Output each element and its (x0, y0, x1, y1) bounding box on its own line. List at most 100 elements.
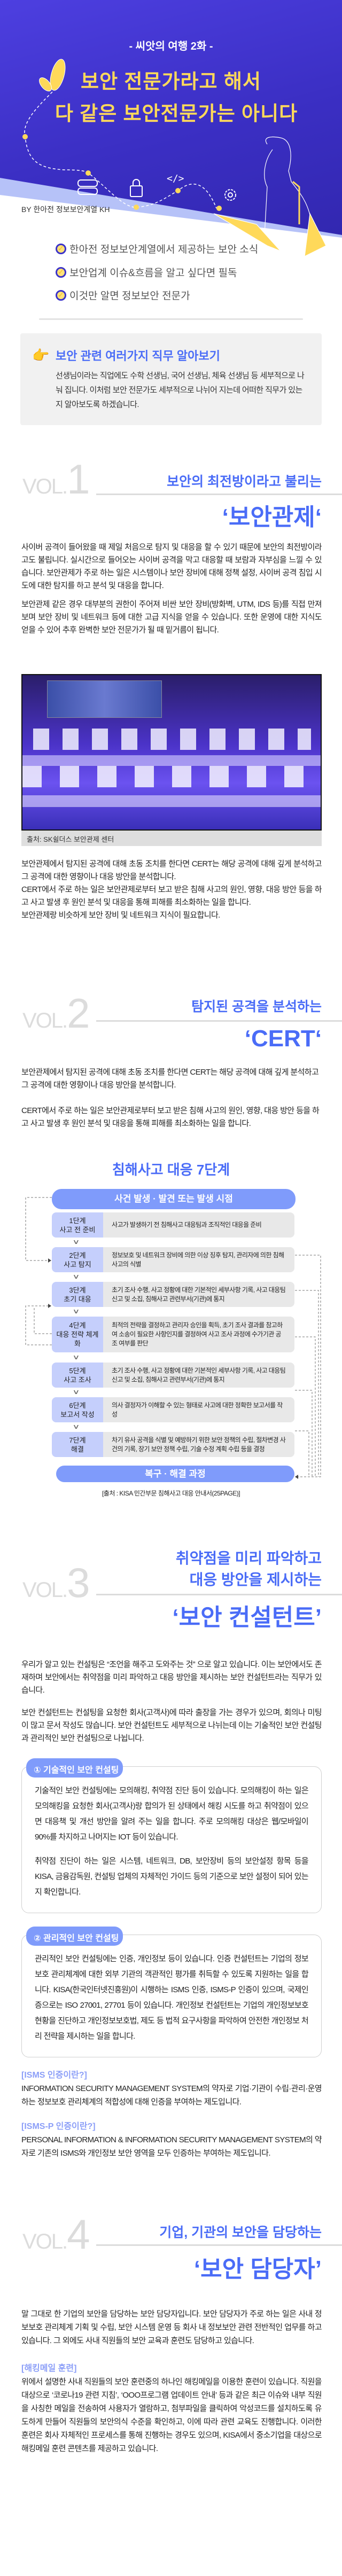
vol1-subtitle: 보안의 최전방이라고 불리는 (167, 474, 322, 489)
chevron-down-icon: ∨ (72, 1423, 80, 1430)
seed-icon (39, 59, 66, 92)
steps-title: 침해사고 대응 7단계 (112, 1162, 230, 1178)
isms-p-label: [ISMS-P 인증이란?] (21, 2122, 96, 2131)
pointing-hand-icon: 👉 (32, 347, 50, 363)
monitor-row-icon (22, 766, 321, 787)
vol1-text-group: 사이버 공격이 들어왔을 때 제일 처음으로 탐지 및 대응을 할 수 있기 때… (21, 541, 322, 637)
vol2-title: ‘CERT‘ (244, 1025, 322, 1052)
vol1-title: ‘보안관제‘ (222, 504, 322, 530)
monitor-row-icon (33, 729, 311, 750)
vol3-title: ‘보안 컨설턴트’ (172, 1604, 322, 1631)
checklist-item: ✓한아전 정보보안계열에서 제공하는 보안 소식 (56, 241, 258, 256)
hero-illustration: </> (0, 59, 342, 267)
vol4-label: VOL.4 (22, 2211, 90, 2258)
vol3-paragraph: 보안 컨설턴트는 컨설팅을 요청한 회사(고객사)에 따라 출장을 가는 경우가… (21, 1708, 322, 1743)
checklist-text: 이것만 알면 정보보안 전문가 (69, 291, 190, 302)
desk-icon (22, 795, 321, 807)
desk-icon (22, 755, 321, 766)
isms-label: [ISMS 인증이란?] (21, 2071, 87, 2080)
server-icon (77, 179, 98, 195)
chevron-down-icon: ∨ (72, 1307, 80, 1315)
step-description: 차기 유사 공격을 식별 및 예방하기 위한 보안 정책의 수립, 절차변경 사… (103, 1432, 294, 1457)
vol1-text-group: 보안관제에서 탐지된 공격에 대해 초동 조치를 한다면 CERT는 해당 공격… (21, 858, 322, 922)
video-wall-icon (47, 680, 162, 718)
divider (39, 318, 303, 320)
vol2-paragraph: 보안관제에서 탐지된 공격에 대해 초동 조치를 한다면 CERT는 해당 공격… (21, 1068, 319, 1090)
gear-icon (224, 189, 236, 201)
hero-series-label: - 씨앗의 여행 2화 - (129, 41, 213, 52)
vol2-subtitle: 탐지된 공격을 분석하는 (191, 999, 322, 1014)
step-description: 초기 조사 수행, 사고 정황에 대한 기본적인 세부사항 기록, 사고 대응팀… (103, 1363, 294, 1388)
checklist-item: ✓보안업계 이슈&흐름을 알고 싶다면 필독 (56, 265, 237, 279)
hero-white-base (0, 195, 342, 267)
code-icon: </> (167, 173, 184, 184)
lock-icon (130, 179, 143, 197)
vol4-rule (96, 2244, 342, 2246)
step-description: 의사 결정자가 이해할 수 있는 형태로 사고에 대한 정확한 보고서를 작성 (103, 1397, 294, 1422)
intro-title: 보안 관련 여러가지 직무 알아보기 (56, 349, 220, 363)
vol4-paragraph: 위에서 설명한 사내 직원들의 보안 훈련중의 하나인 해킹메일을 이용한 훈련… (21, 2377, 322, 2453)
check-icon: ✓ (56, 289, 66, 301)
vol4-title: ‘보안 담당자’ (193, 2256, 322, 2282)
hero-title-line1: 보안 전문가라고 해서 (81, 71, 261, 92)
chevron-down-icon: ∨ (72, 1238, 80, 1246)
intro-body: 선생님이라는 직업에도 수학 선생님, 국어 선생님, 체육 선생님 등 세부적… (56, 371, 305, 409)
hero-byline: BY 한아전 정보보안계열 KH (21, 205, 110, 214)
vol3-rule (96, 1594, 342, 1595)
intro-box: 보안 관련 여러가지 직무 알아보기 선생님이라는 직업에도 수학 선생님, 국… (20, 333, 322, 425)
admin-consulting-paragraph: 관리적인 보안 컨설팅에는 인증, 개인정보 등이 있습니다. 인증 컨설턴트는… (35, 1954, 309, 2041)
checklist-item: ✓이것만 알면 정보보안 전문가 (56, 288, 190, 302)
hacking-mail-label: [해킹메일 훈련] (21, 2364, 77, 2373)
checklist-text: 보안업계 이슈&흐름을 알고 싶다면 필독 (69, 268, 237, 279)
hero-title-line2: 다 같은 보안전문가는 아니다 (55, 103, 298, 124)
steps-source: [출처 : KISA 민간부문 침해사고 대응 안내서(25PAGE)] (102, 1490, 240, 1497)
step-description: 초기 조사 수행, 사고 정황에 대한 기본적인 세부사항 기록, 사고 대응팀… (103, 1282, 294, 1307)
vol3-subtitle-line2: 대응 방안을 제시하는 (189, 1571, 322, 1588)
isms-p-description: PERSONAL INFORMATION & INFORMATION SECUR… (21, 2135, 322, 2158)
isms-description: INFORMATION SECURITY MANAGEMENT SYSTEM의 … (21, 2084, 322, 2107)
vol1-paragraph: 사이버 공격이 들어왔을 때 제일 처음으로 탐지 및 대응을 할 수 있기 때… (21, 543, 322, 590)
technical-consulting-paragraph: 기술적인 보안 컨설팅에는 모의해킹, 취약점 진단 등이 있습니다. 모의해킹… (35, 1786, 309, 1842)
vol2-label: VOL.2 (22, 990, 90, 1037)
vol3-subtitle-line1: 취약점을 미리 파악하고 (175, 1550, 322, 1567)
journey-dots (22, 134, 222, 211)
vol1-paragraph: 보안관제에서 탐지된 공격에 대해 초동 조치를 한다면 CERT는 해당 공격… (21, 859, 322, 881)
checklist-text: 한아전 정보보안계열에서 제공하는 보안 소식 (69, 244, 259, 255)
chevron-down-icon: ∨ (72, 1353, 80, 1361)
admin-consulting-tag: ② 관리적인 보안 컨설팅 (26, 1927, 123, 1946)
step-description: 정보보호 및 네트워크 장비에 의한 이상 징후 탐지, 관리자에 의한 침해사… (103, 1247, 294, 1272)
vol4-subtitle: 기업, 기관의 보안을 담당하는 (159, 2225, 322, 2240)
chevron-down-icon: ∨ (72, 1388, 80, 1396)
check-icon: ✓ (56, 267, 66, 278)
step-description: 사고가 발생하기 전 침해사고 대응팀과 조직적인 대응을 준비 (103, 1212, 294, 1238)
flow-connector-lines (25, 1197, 321, 1479)
technical-consulting-box: ① 기술적인 보안 컨설팅 기술적인 보안 컨설팅에는 모의해킹, 취약점 진단… (21, 1758, 322, 1913)
security-operations-center-photo (21, 674, 322, 831)
vol4-content: 말 그대로 한 기업의 보안을 담당하는 보안 담당자입니다. 보안 담당자가 … (21, 2307, 322, 2455)
technical-consulting-paragraph: 취약점 진단이 하는 일은 시스템, 네트워크, DB, 보안장비 등의 보안설… (35, 1857, 309, 1897)
technical-consulting-tag: ① 기술적인 보안 컨설팅 (26, 1758, 123, 1778)
vol1-rule (96, 494, 342, 495)
check-icon: ✓ (56, 243, 66, 254)
photo-caption: 출처: SK쉴더스 보안관제 센터 (21, 831, 322, 846)
vol2-paragraph: CERT에서 주로 하는 일은 보안관제로부터 보고 받은 침해 사고의 원인,… (21, 1106, 320, 1128)
step-description: 최적의 전략을 결정하고 관리자 승인을 획득, 초기 조사 결과를 참고하여 … (103, 1317, 294, 1352)
vol1-label: VOL.1 (22, 456, 90, 503)
chevron-down-icon: ∨ (72, 1273, 80, 1280)
vol3-label: VOL.3 (22, 1559, 90, 1606)
vol3-paragraph: 우리가 알고 있는 컨설팅은 “조언을 해주고 도와주는 것” 으로 알고 있습… (21, 1660, 322, 1695)
